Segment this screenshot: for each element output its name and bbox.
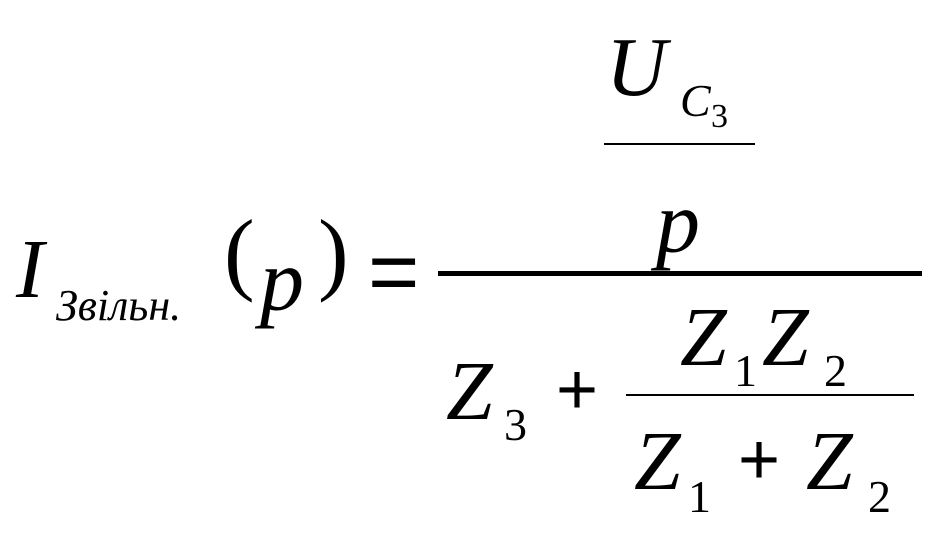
main-fraction-bar <box>438 271 922 276</box>
inner-fraction-bar <box>626 394 914 396</box>
impedance-z3-symbol: Z <box>446 345 493 438</box>
close-paren: ) <box>318 201 349 303</box>
inner-plus-sign: + <box>738 420 781 500</box>
impedance-z2-numerator-symbol: Z <box>762 291 809 384</box>
numerator-denominator-p: p <box>656 175 700 272</box>
open-paren: ( <box>224 201 255 303</box>
current-symbol: I <box>16 223 44 316</box>
voltage-symbol: U <box>606 21 667 114</box>
impedance-z2-denominator-index: 2 <box>868 471 891 522</box>
impedance-z2-numerator-index: 2 <box>824 345 847 396</box>
impedance-z1-numerator-symbol: Z <box>680 291 727 384</box>
current-subscript: Звільн. <box>56 281 182 330</box>
impedance-z1-numerator-index: 1 <box>734 345 757 396</box>
impedance-z1-denominator-symbol: Z <box>634 415 681 508</box>
numerator-fraction-bar <box>604 143 755 145</box>
impedance-z2-denominator-symbol: Z <box>806 415 853 508</box>
equals-sign: = <box>368 222 420 321</box>
impedance-z3-index: 3 <box>504 399 527 450</box>
argument-p: p <box>260 233 304 330</box>
voltage-subscript-letter: C <box>680 75 711 126</box>
plus-sign: + <box>556 350 599 430</box>
impedance-z1-denominator-index: 1 <box>688 471 711 522</box>
voltage-subscript-index: 3 <box>711 98 728 135</box>
